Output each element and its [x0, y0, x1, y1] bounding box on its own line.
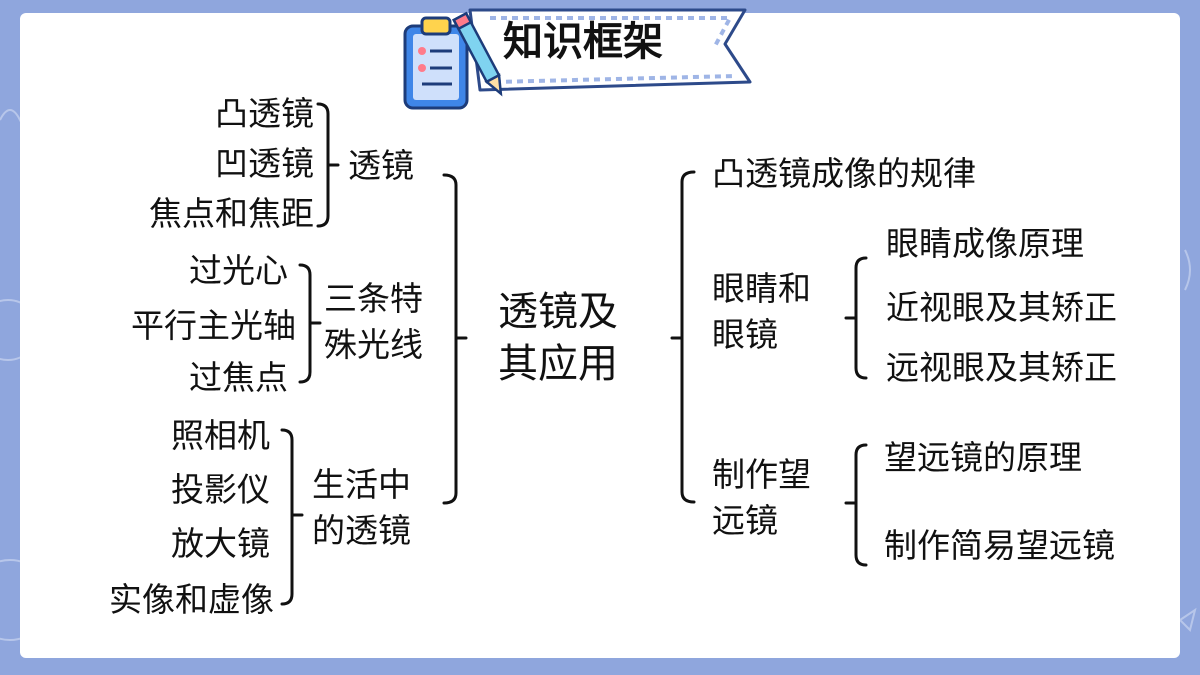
root-node: 透镜及 其应用 — [498, 286, 618, 390]
bracket-eye — [844, 256, 868, 380]
right-eye-label: 眼睛和 眼镜 — [712, 266, 811, 358]
left-life-item-3: 放大镜 — [171, 524, 270, 563]
left-life-item-4: 实像和虚像 — [109, 580, 274, 619]
left-lens-item-2: 凹透镜 — [215, 144, 314, 183]
bracket-root-left — [442, 173, 468, 505]
life-label-line-1: 生活中 — [312, 465, 411, 504]
title-banner — [468, 8, 752, 92]
left-life-item-1: 照相机 — [171, 416, 270, 455]
bracket-rays — [298, 263, 322, 384]
right-telescope-label: 制作望 远镜 — [712, 452, 811, 544]
bracket-root-right — [670, 170, 696, 504]
right-rule: 凸透镜成像的规律 — [712, 154, 976, 193]
left-rays-item-3: 过焦点 — [189, 358, 288, 397]
life-label-line-2: 的透镜 — [312, 511, 411, 550]
root-line-2: 其应用 — [498, 341, 618, 387]
page-title: 知识框架 — [503, 19, 663, 65]
right-eye-item-1: 眼睛成像原理 — [886, 224, 1084, 263]
eye-label-line-2: 眼镜 — [712, 315, 778, 354]
eye-label-line-1: 眼睛和 — [712, 269, 811, 308]
right-eye-item-3: 远视眼及其矫正 — [886, 348, 1117, 387]
pencil-icon — [452, 11, 503, 97]
left-lens-item-1: 凸透镜 — [215, 94, 314, 133]
bracket-lens — [316, 102, 340, 228]
right-telescope-item-2: 制作简易望远镜 — [884, 526, 1115, 565]
content-card — [20, 13, 1180, 658]
right-eye-item-2: 近视眼及其矫正 — [886, 288, 1117, 327]
bracket-telescope — [844, 443, 868, 567]
telescope-label-line-1: 制作望 — [712, 455, 811, 494]
left-lens-item-3: 焦点和焦距 — [149, 194, 314, 233]
rays-label-line-2: 殊光线 — [324, 325, 423, 364]
left-rays-item-1: 过光心 — [189, 251, 288, 290]
telescope-label-line-2: 远镜 — [712, 501, 778, 540]
left-life-item-2: 投影仪 — [171, 470, 270, 509]
clipboard-icon — [403, 16, 469, 110]
rays-label-line-1: 三条特 — [324, 279, 423, 318]
left-life-label: 生活中 的透镜 — [312, 462, 411, 554]
right-telescope-item-1: 望远镜的原理 — [884, 438, 1082, 477]
left-rays-item-2: 平行主光轴 — [131, 306, 296, 345]
bracket-life — [280, 428, 304, 606]
left-rays-label: 三条特 殊光线 — [324, 276, 423, 368]
root-line-1: 透镜及 — [498, 289, 618, 335]
left-lens-label: 透镜 — [348, 146, 414, 185]
